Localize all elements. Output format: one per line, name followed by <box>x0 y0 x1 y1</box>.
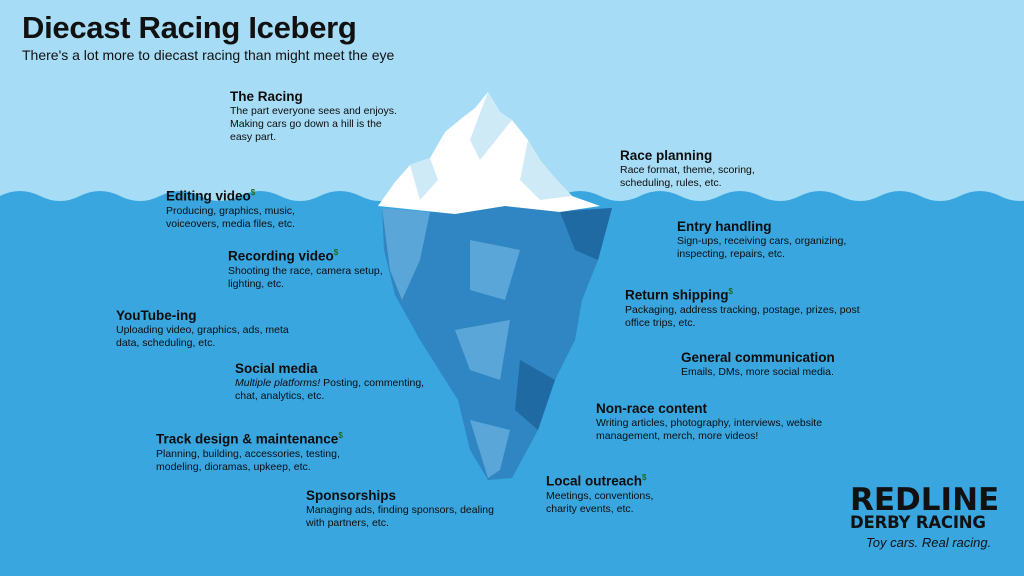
page-subtitle: There's a lot more to diecast racing tha… <box>22 47 395 63</box>
item-description: Packaging, address tracking, postage, pr… <box>625 303 860 329</box>
item-heading: Entry handling <box>677 219 772 234</box>
item-heading: Sponsorships <box>306 488 397 503</box>
item-recording-video: Recording video$ Shooting the race, came… <box>228 245 388 291</box>
item-description: The part everyone sees and enjoys. Makin… <box>230 105 397 143</box>
item-description: Meetings, conventions, charity events, e… <box>546 489 654 515</box>
item-heading: Track design & maintenance$ <box>156 431 343 447</box>
paid-dollar-icon: $ <box>642 473 647 482</box>
item-the-racing: The Racing The part everyone sees and en… <box>230 89 400 144</box>
item-heading: Social media <box>235 361 318 376</box>
iceberg-tip <box>378 92 600 214</box>
item-description: Uploading video, graphics, ads, meta dat… <box>116 324 289 349</box>
item-race-planning: Race planning Race format, theme, scorin… <box>620 148 795 190</box>
paid-dollar-icon: $ <box>250 188 256 197</box>
paid-dollar-icon: $ <box>333 248 339 257</box>
logo-line1: REDLINE <box>850 482 1000 518</box>
item-description: Producing, graphics, music, voiceovers, … <box>166 204 295 230</box>
item-heading: Non-race content <box>596 401 708 416</box>
item-heading: Local outreach$ <box>546 473 647 489</box>
item-sponsorships: Sponsorships Managing ads, finding spons… <box>306 488 496 530</box>
item-description: Sign-ups, receiving cars, organizing, in… <box>677 235 847 260</box>
item-heading: General communication <box>681 350 835 365</box>
item-description: Emails, DMs, more social media. <box>681 366 834 378</box>
paid-dollar-icon: $ <box>728 287 733 296</box>
item-entry-handling: Entry handling Sign-ups, receiving cars,… <box>677 219 887 261</box>
item-return-shipping: Return shipping$ Packaging, address trac… <box>625 284 865 330</box>
item-description: Managing ads, finding sponsors, dealing … <box>306 504 494 529</box>
item-description: Shooting the race, camera setup, lightin… <box>228 264 383 290</box>
item-heading: Recording video$ <box>228 248 339 264</box>
paid-dollar-icon: $ <box>338 431 343 440</box>
item-description: Multiple platforms! Posting, commenting,… <box>235 377 425 402</box>
item-youtubing: YouTube-ing Uploading video, graphics, a… <box>116 308 301 350</box>
page-title: Diecast Racing Iceberg <box>22 10 357 45</box>
iceberg-underwater <box>382 206 612 480</box>
item-local-outreach: Local outreach$ Meetings, conventions, c… <box>546 470 686 516</box>
redline-logo: REDLINE DERBY RACING Toy cars. Real raci… <box>850 482 1000 551</box>
logo-tagline: Toy cars. Real racing. <box>866 535 992 550</box>
item-heading: The Racing <box>230 89 303 104</box>
item-heading: Race planning <box>620 148 713 163</box>
item-track-design: Track design & maintenance$ Planning, bu… <box>156 428 386 474</box>
item-description: Writing articles, photography, interview… <box>596 417 823 442</box>
logo-line2: DERBY RACING <box>850 513 986 532</box>
item-social-media: Social media Multiple platforms! Posting… <box>235 361 425 403</box>
item-general-communication: General communication Emails, DMs, more … <box>681 350 881 379</box>
item-description: Planning, building, accessories, testing… <box>156 447 340 473</box>
item-editing-video: Editing video$ Producing, graphics, musi… <box>166 185 336 231</box>
item-description: Race format, theme, scoring, scheduling,… <box>620 164 755 189</box>
item-heading: Return shipping$ <box>625 287 733 303</box>
item-heading: YouTube-ing <box>116 308 197 323</box>
item-heading: Editing video$ <box>166 188 256 204</box>
item-non-race-content: Non-race content Writing articles, photo… <box>596 401 856 443</box>
